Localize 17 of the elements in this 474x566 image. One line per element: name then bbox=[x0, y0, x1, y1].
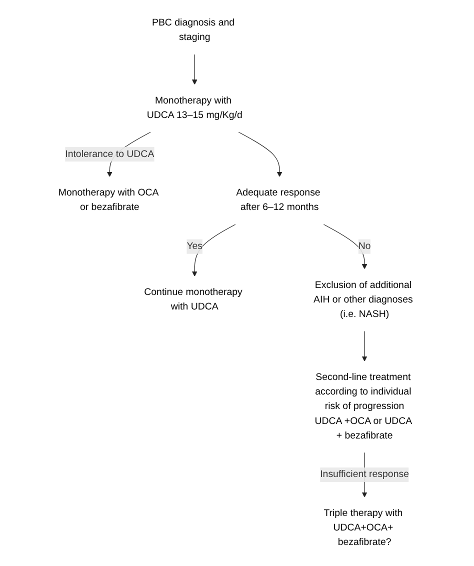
node-text: Monotherapy with OCA or bezafibrate bbox=[58, 188, 158, 213]
node-text: Second-line treatment according to individual risk of progression UDCA +OCA or UDCA + bezafibrate bbox=[314, 372, 412, 441]
edge-label: Intolerance to UDCA bbox=[65, 148, 154, 160]
edge-label: Insufficient response bbox=[320, 469, 409, 480]
edge-label: Yes bbox=[186, 241, 202, 252]
arrow bbox=[362, 330, 368, 362]
node-text: Adequate response after 6–12 months bbox=[236, 188, 320, 213]
node-text: PBC diagnosis and staging bbox=[152, 18, 234, 43]
arrow bbox=[238, 132, 282, 178]
node-text: Monotherapy with UDCA 13–15 mg/Kg/d bbox=[146, 95, 242, 120]
edge-label: No bbox=[358, 241, 371, 252]
node-text: Triple therapy with UDCA+OCA+ bezafibrate? bbox=[324, 508, 403, 548]
arrow bbox=[192, 224, 236, 277]
arrow bbox=[192, 54, 198, 85]
node-text: Continue monotherapy with UDCA bbox=[144, 287, 242, 312]
node-text: Exclusion of additional AIH or other diagnoses (i.e. NASH) bbox=[313, 280, 413, 320]
arrow bbox=[322, 224, 368, 270]
